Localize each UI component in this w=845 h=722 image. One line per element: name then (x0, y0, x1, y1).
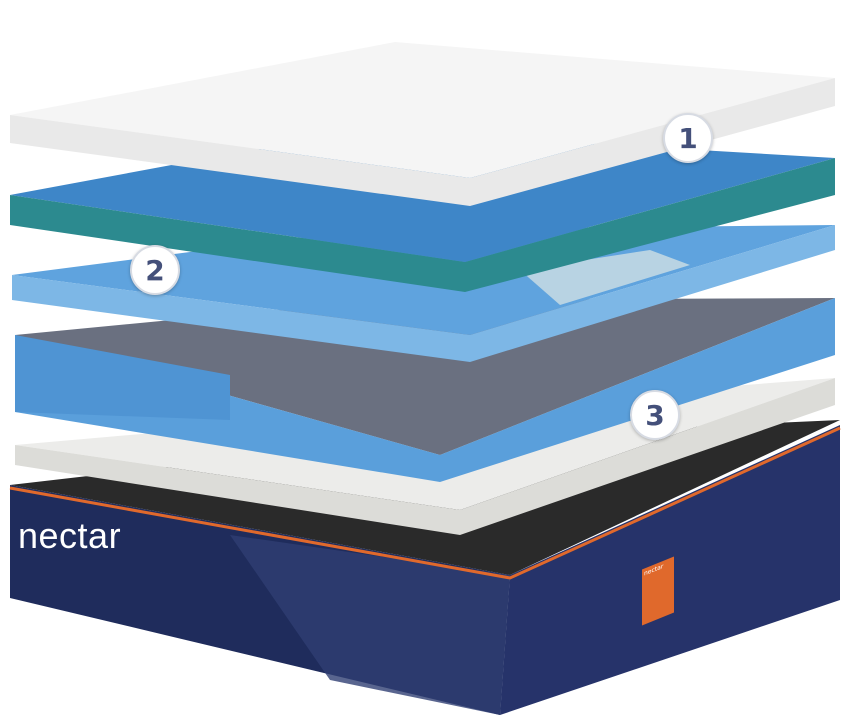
brand-logo: nectar (18, 515, 122, 556)
layer-label-1: 1 (663, 113, 713, 163)
coil-spring-layer (15, 298, 835, 482)
layer-label-2: 2 (130, 245, 180, 295)
layer-label-3: 3 (630, 390, 680, 440)
